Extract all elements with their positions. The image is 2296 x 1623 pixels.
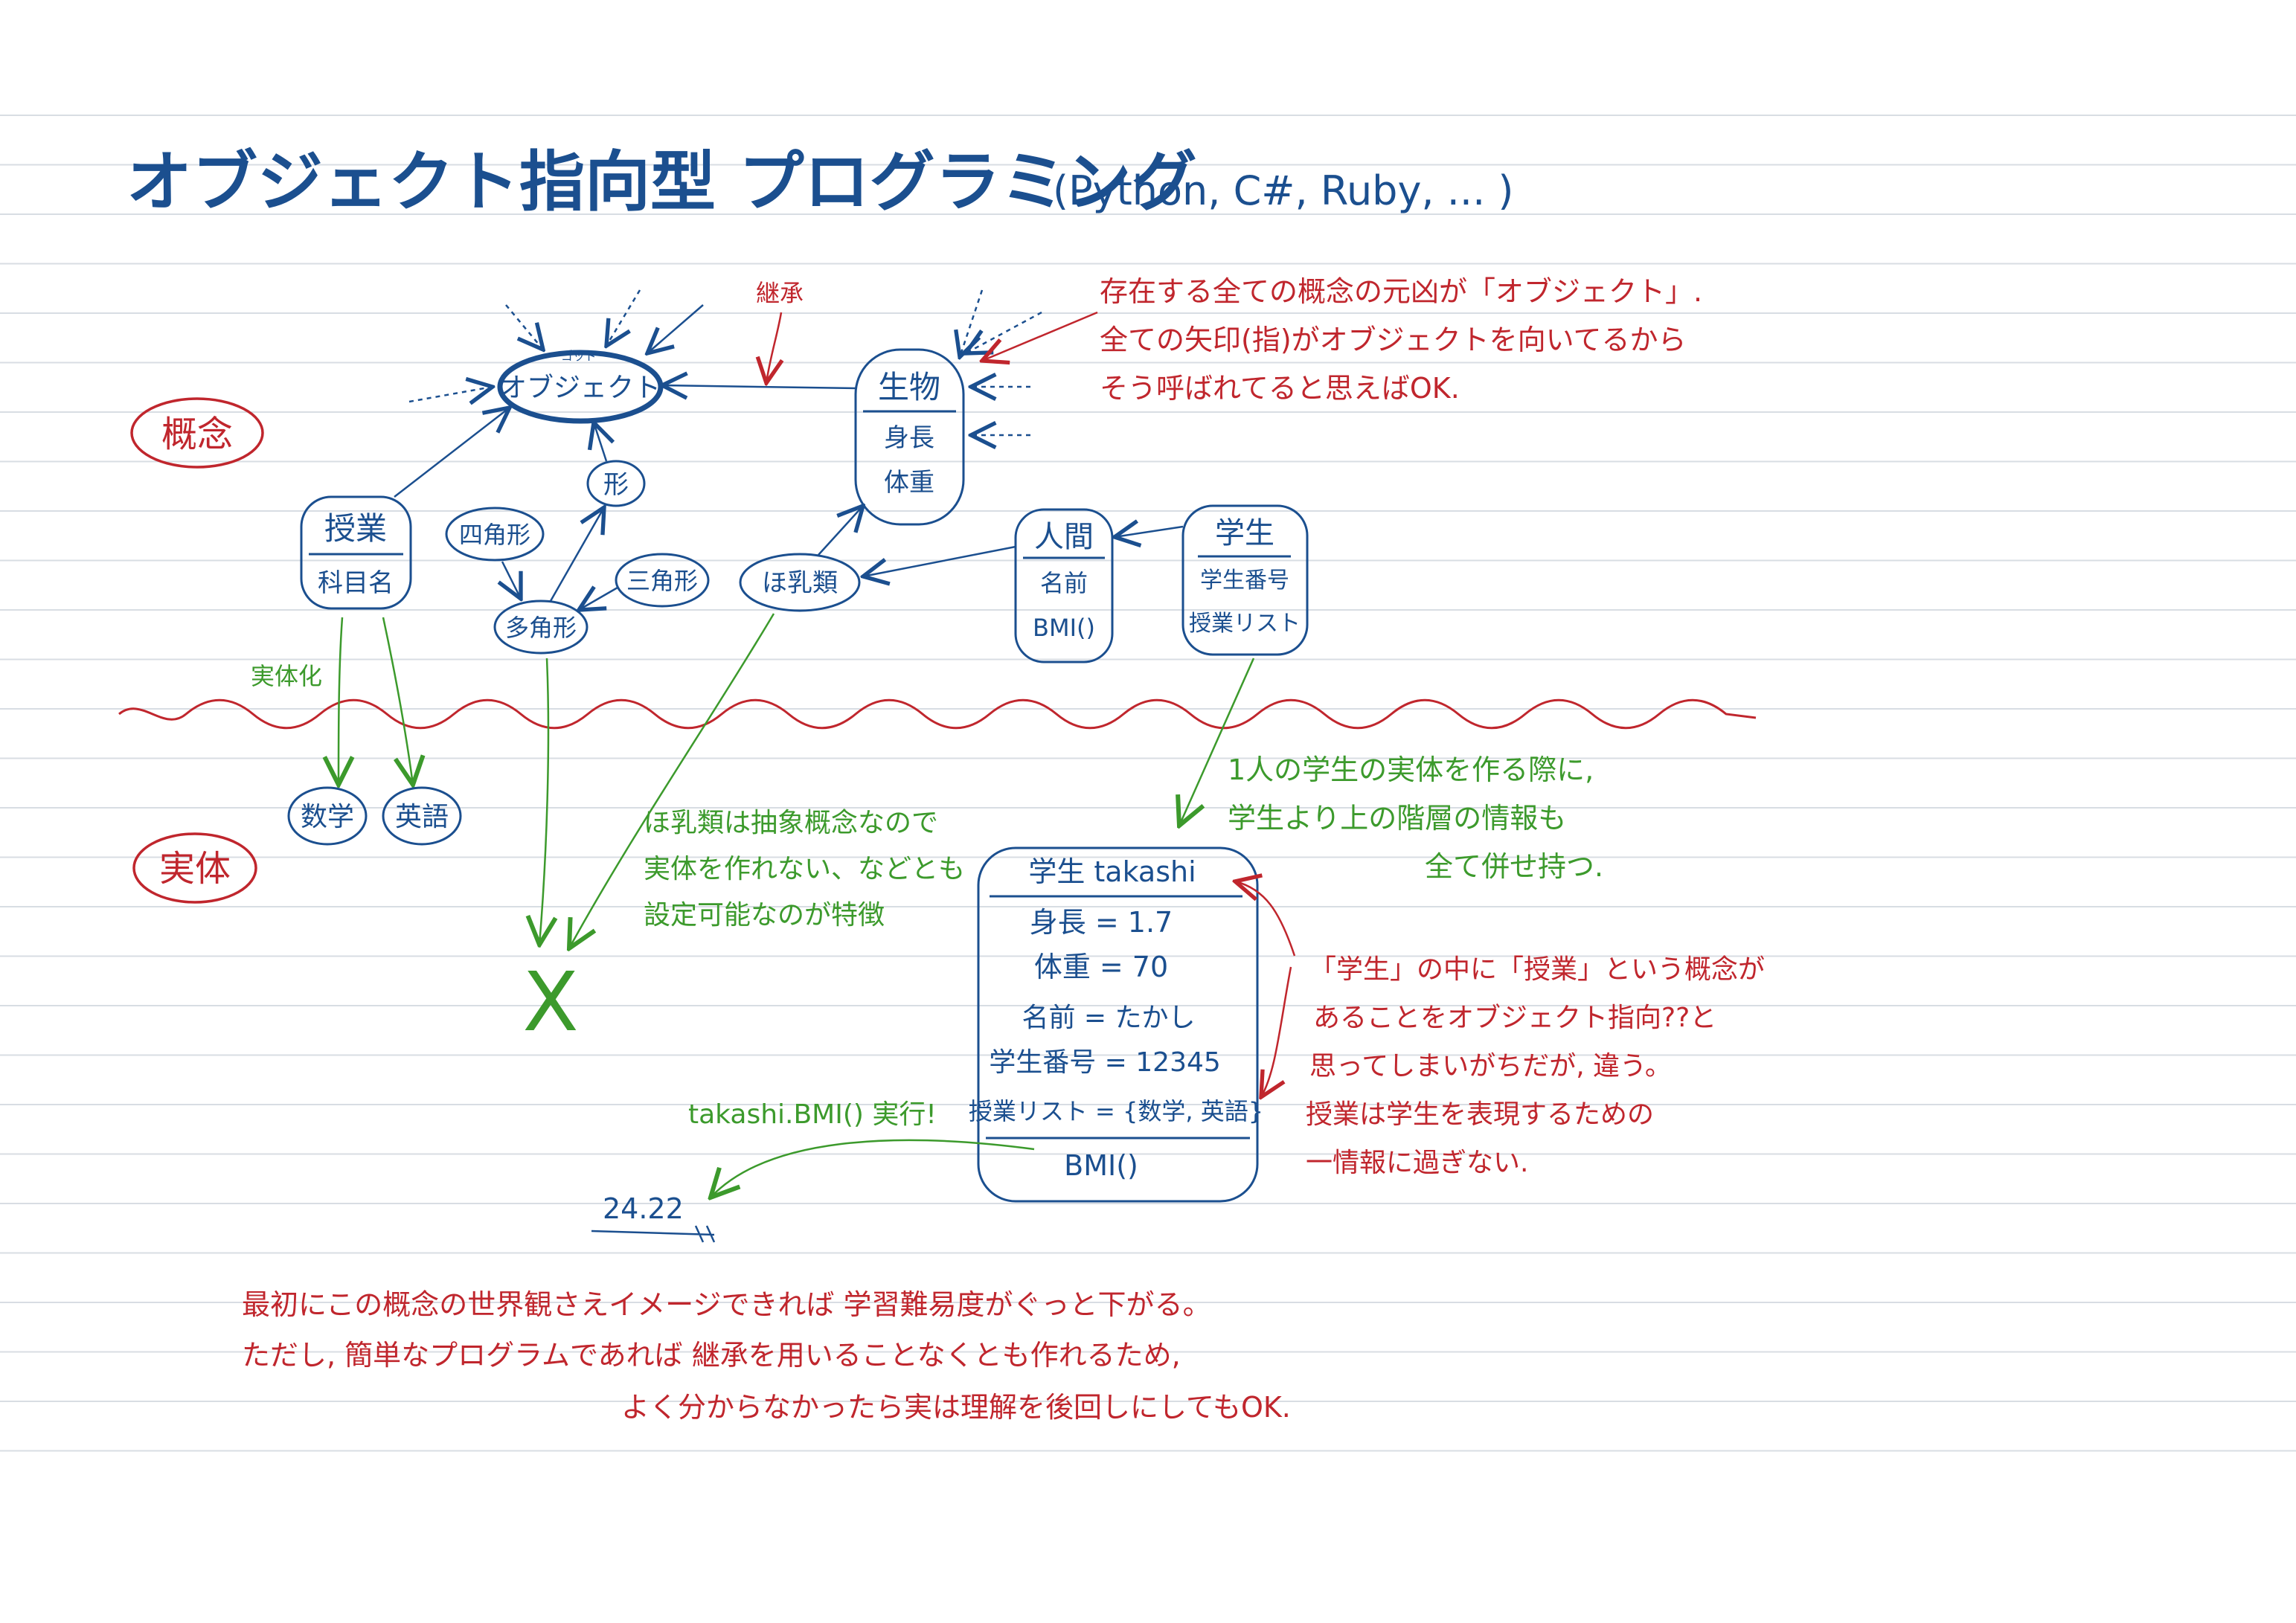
- human-node-attr: BMI(): [1033, 614, 1095, 642]
- mammal-note-line: 設定可能なのが特徴: [644, 900, 885, 931]
- footer-line: ただし, 簡単なプログラムであれば 継承を用いることなくとも作れるため,: [242, 1339, 1181, 1372]
- object-note-arrow: [982, 311, 1098, 361]
- mammal-note-line: 実体を作れない、などとも: [644, 854, 965, 884]
- lesson-note-line: 「学生」の中に「授業」という概念が: [1309, 954, 1765, 985]
- mammal-to-creature-arrow: [818, 506, 863, 556]
- instantiation-label: 実体化: [251, 662, 322, 690]
- human-node-attr: 名前: [1040, 569, 1088, 597]
- student-note-line: 全て併せ持つ.: [1425, 850, 1603, 883]
- lesson-note-arrow-top: [1235, 881, 1296, 957]
- lesson-to-object-arrow: [394, 408, 510, 498]
- creature-to-object-arrow: [662, 385, 856, 388]
- lesson-to-math-arrow: [339, 617, 342, 785]
- mammal-node-label: ほ乳類: [762, 568, 838, 598]
- cross-mark: X: [522, 954, 578, 1050]
- lesson-note-line: 授業は学生を表現するための: [1306, 1099, 1654, 1130]
- creature-node-title: 生物: [878, 369, 940, 405]
- concept-section-label: 概念: [161, 414, 233, 455]
- shape-node: [586, 460, 646, 507]
- instance-row: BMI(): [1064, 1149, 1138, 1182]
- instance-row: 授業リスト = {数学, 英語}: [969, 1097, 1263, 1125]
- quadrilateral-to-polygon-arrow: [502, 561, 521, 599]
- student-node-title: 学生: [1215, 516, 1274, 550]
- lesson-note-arrow-bottom: [1261, 966, 1292, 1097]
- mammal-to-cross-arrow: [569, 613, 775, 948]
- instance-row: 名前 = たかし: [1022, 1003, 1195, 1033]
- concept-entity-divider: [118, 698, 1757, 730]
- lesson-note-line: あることをオブジェクト指向??と: [1313, 1003, 1716, 1033]
- object-note-line: そう呼ばれてると思えばOK.: [1100, 372, 1460, 405]
- page-title-languages: (Python, C#, Ruby, ... ): [1053, 167, 1513, 214]
- shape-node-label: 形: [603, 470, 629, 500]
- footer-line: 最初にこの概念の世界観さえイメージできれば 学習難易度がぐっと下がる。: [242, 1288, 1211, 1321]
- instance-box: [977, 846, 1259, 1203]
- instance-row: 体重 = 70: [1034, 951, 1168, 983]
- student-node-attr: 学生番号: [1200, 568, 1289, 594]
- entity-section-label: 実体: [159, 848, 231, 890]
- quadrilateral-node: [445, 507, 545, 562]
- student-note-line: 1人の学生の実体を作る際に,: [1228, 753, 1594, 786]
- english-node-label: 英語: [395, 802, 449, 832]
- polygon-node: [493, 600, 589, 655]
- creature-node: [854, 348, 965, 526]
- object-note-line: 存在する全ての概念の元凶が「オブジェクト」.: [1100, 275, 1702, 308]
- bmi-result: 24.22: [603, 1192, 684, 1225]
- instance-row: 学生番号 = 12345: [989, 1047, 1221, 1078]
- english-node: [382, 786, 462, 846]
- polygon-node-label: 多角形: [505, 614, 577, 642]
- instance-row: 身長 = 1.7: [1030, 906, 1173, 939]
- student-note-line: 学生より上の階層の情報も: [1228, 802, 1566, 835]
- instance-title: 学生 takashi: [1028, 855, 1196, 888]
- object-note-line: 全ての矢印(指)がオブジェクトを向いてるから: [1100, 324, 1687, 356]
- concept-section-circle: [130, 397, 264, 469]
- ruled-lines: [0, 115, 2296, 1452]
- human-node: [1014, 508, 1114, 663]
- math-node-label: 数学: [301, 802, 354, 832]
- page-title: オブジェクト指向型 プログラミング: [126, 144, 1197, 220]
- inheritance-pointer-arrow: [766, 312, 781, 383]
- triangle-node-label: 三角形: [626, 567, 698, 595]
- student-node: [1181, 504, 1309, 656]
- lesson-note-line: 一情報に過ぎない.: [1306, 1148, 1528, 1178]
- object-node-furigana: ゴッド: [561, 349, 597, 363]
- math-node: [287, 786, 368, 846]
- lesson-node-attr: 科目名: [318, 568, 394, 598]
- bmi-call-arrow: [711, 1139, 1035, 1198]
- polygon-to-shape-arrow: [549, 507, 604, 602]
- lesson-note-line: 思ってしまいがちだが, 違う。: [1309, 1051, 1672, 1082]
- polygon-to-cross-arrow: [539, 658, 548, 945]
- creature-node-attr: 体重: [884, 468, 934, 498]
- quadrilateral-node-label: 四角形: [459, 521, 530, 549]
- creature-node-attr: 身長: [884, 423, 934, 453]
- mammal-note-line: ほ乳類は抽象概念なので: [644, 808, 938, 838]
- object-node-label: オブジェクト: [500, 373, 661, 403]
- student-to-instance-arrow: [1179, 658, 1255, 826]
- human-node-title: 人間: [1034, 520, 1094, 554]
- triangle-node: [615, 553, 710, 608]
- shape-to-object-arrow: [594, 422, 606, 462]
- triangle-to-polygon-arrow: [579, 588, 618, 610]
- student-node-attr: 授業リスト: [1189, 611, 1301, 637]
- entity-section-circle: [132, 832, 257, 904]
- inheritance-label: 継承: [756, 279, 804, 307]
- lesson-to-english-arrow: [382, 617, 413, 785]
- student-to-human-arrow: [1115, 527, 1184, 537]
- lesson-node: [300, 495, 412, 610]
- lesson-node-title: 授業: [324, 510, 387, 547]
- human-to-mammal-arrow: [863, 545, 1016, 576]
- bmi-result-underline: [591, 1225, 716, 1243]
- footer-line: よく分からなかったら実は理解を後回しにしてもOK.: [621, 1391, 1291, 1424]
- bmi-call-label: takashi.BMI() 実行!: [688, 1099, 937, 1130]
